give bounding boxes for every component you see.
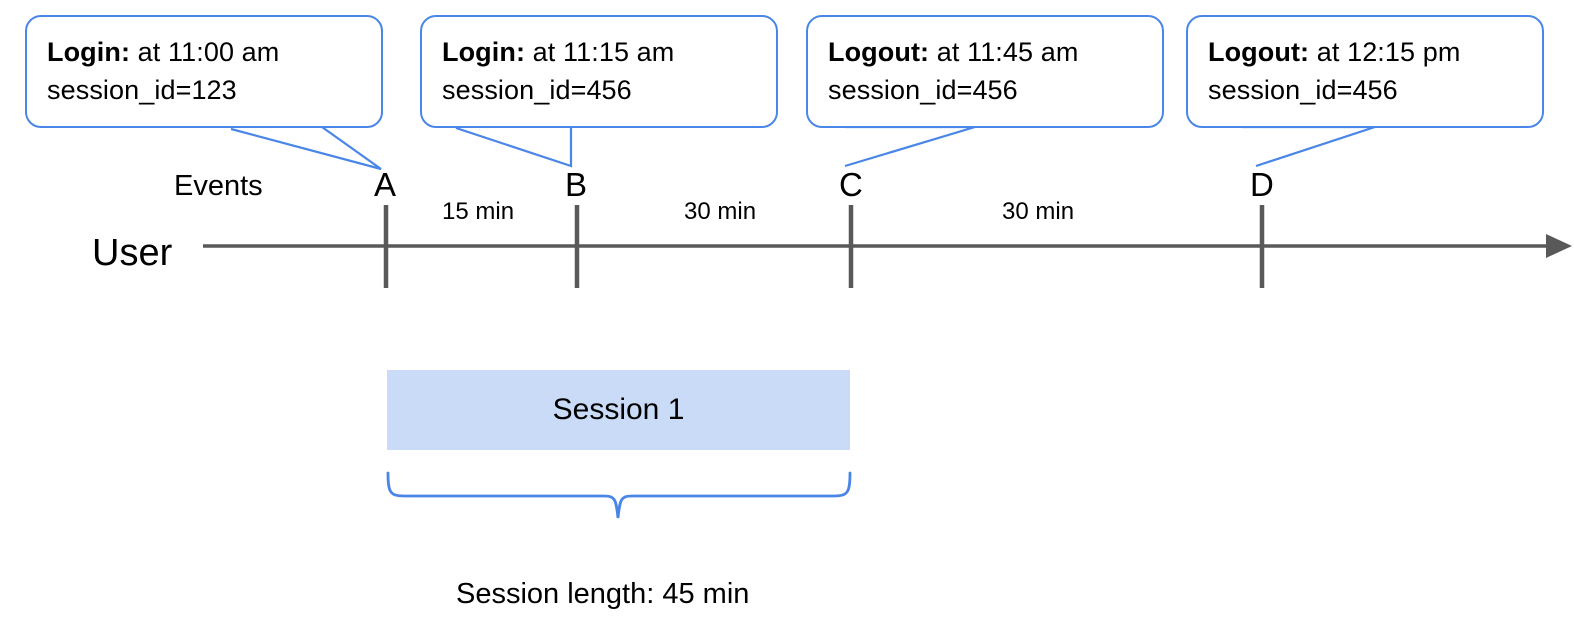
callout-a-line1: Login: at 11:00 am [47,33,361,71]
tick-label-b: B [565,166,588,203]
callout-b-line1: Login: at 11:15 am [442,33,756,71]
callout-c-line1: Logout: at 11:45 am [828,33,1142,71]
callout-c-rest: at 11:45 am [929,37,1079,67]
events-row-label: Events [174,170,263,202]
tick-label-d: D [1250,166,1274,203]
session-length-caption: Session length: 45 min [456,578,750,610]
interval-label-bc: 30 min [684,198,757,225]
timeline-arrowhead [1546,234,1572,258]
callout-box-c[interactable]: Logout: at 11:45 am session_id=456 [806,15,1164,128]
session-brace [386,471,852,519]
interval-label-ab: 15 min [442,198,515,225]
callout-b-line2: session_id=456 [442,75,632,106]
callout-b-rest: at 11:15 am [525,37,675,67]
callout-box-a[interactable]: Login: at 11:00 am session_id=123 [25,15,383,128]
callout-box-d[interactable]: Logout: at 12:15 pm session_id=456 [1186,15,1544,128]
user-row-label: User [92,232,173,274]
tick-label-a: A [374,166,397,203]
session-bar-label: Session 1 [552,393,685,426]
callout-d-line2: session_id=456 [1208,75,1398,106]
interval-label-cd: 30 min [1002,198,1075,225]
callout-d-lead: Logout: [1208,37,1310,67]
callout-a-rest: at 11:00 am [130,37,280,67]
callout-a-lead: Login: [47,37,131,67]
callout-d-line1: Logout: at 12:15 pm [1208,33,1522,71]
callout-d-rest: at 12:15 pm [1309,37,1461,67]
session-bar[interactable]: Session 1 [387,370,850,450]
tick-label-c: C [839,166,863,203]
callout-c-lead: Logout: [828,37,930,67]
callout-a-line2: session_id=123 [47,75,237,106]
callout-b-lead: Login: [442,37,526,67]
callout-box-b[interactable]: Login: at 11:15 am session_id=456 [420,15,778,128]
callout-c-line2: session_id=456 [828,75,1018,106]
